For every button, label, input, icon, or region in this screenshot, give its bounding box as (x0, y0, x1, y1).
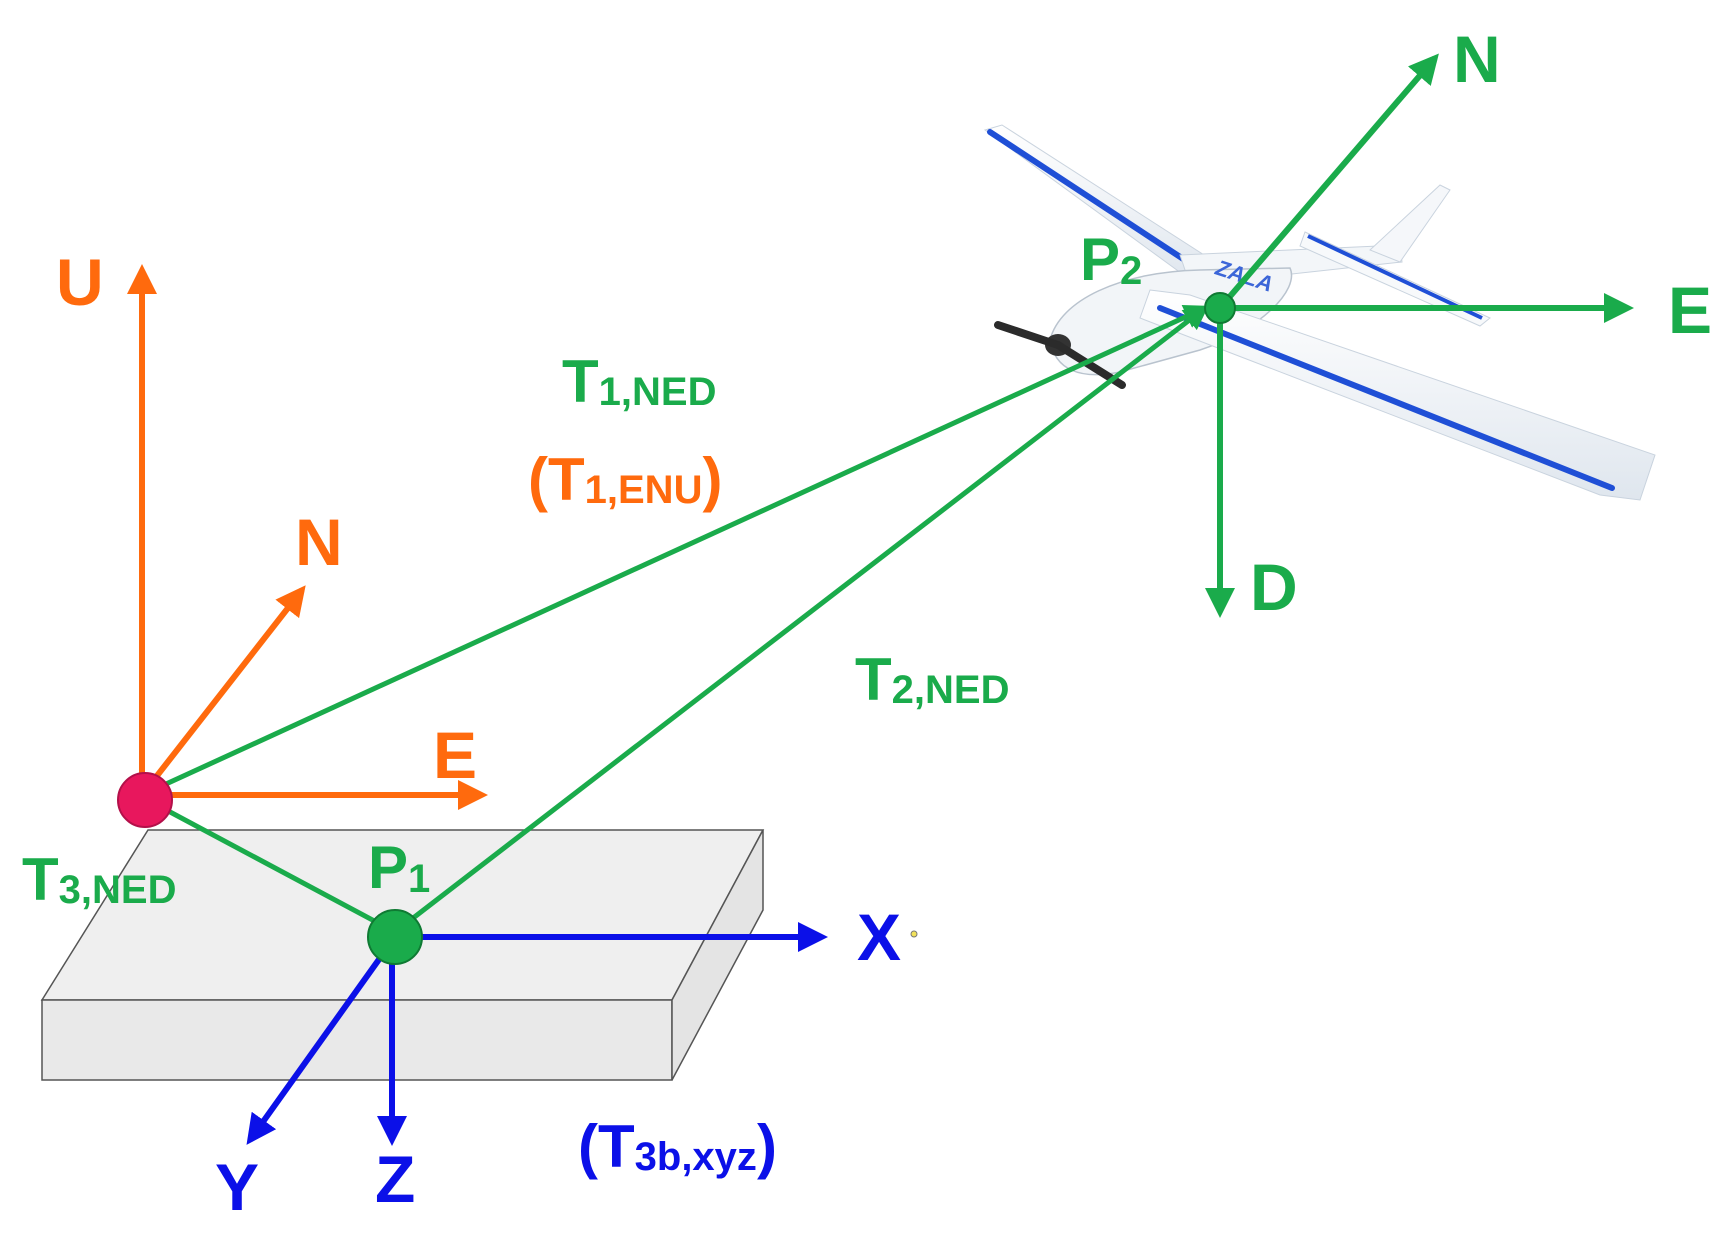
enu-east-label: E (433, 718, 477, 792)
right-wing (1139, 289, 1656, 501)
slab-front-face (41, 999, 673, 1081)
enu-origin-point (117, 772, 173, 828)
enu-up-label: U (56, 245, 104, 319)
vector-t2 (393, 304, 1209, 934)
p2-label: P2 (1080, 226, 1142, 293)
ground-y-label: Y (215, 1150, 259, 1224)
vector-t3-label: T3,NED (22, 846, 176, 913)
vector-t1 (140, 304, 1210, 798)
vector-t2-label: T2,NED (855, 646, 1009, 713)
right-wing-stripe (1157, 305, 1615, 491)
aircraft-down-label: D (1250, 550, 1298, 624)
slab-side-face (671, 829, 764, 1081)
ground-y-axis (246, 935, 398, 1145)
ground-body-frame (246, 909, 828, 1146)
translation-vectors (137, 304, 1210, 935)
vector-t1-label: T1,NED (562, 348, 716, 415)
aircraft-east-label: E (1668, 273, 1712, 347)
ground-z-label: Z (375, 1142, 415, 1216)
stabilizer-stripe (1307, 234, 1483, 320)
aircraft-north-label: N (1453, 22, 1501, 96)
vector-t3b-label: (T3b,xyz) (578, 1113, 777, 1180)
p1-point (367, 909, 423, 965)
tail-fin (1369, 184, 1451, 263)
p1-label: P1 (368, 834, 430, 901)
left-wing-stripe (987, 129, 1203, 273)
aircraft-north-axis (1217, 53, 1439, 310)
ground-x-label: X (857, 900, 901, 974)
enu-north-axis (139, 585, 306, 797)
propeller-blade-1 (994, 321, 1062, 349)
aircraft-ned-frame (1204, 53, 1634, 618)
small-marker-dot (910, 930, 918, 938)
enu-frame (127, 264, 488, 810)
enu-north-label: N (295, 505, 343, 579)
vector-t1-enu-label: (T1,ENU) (528, 446, 722, 513)
p2-point (1204, 292, 1236, 324)
vector-t3 (137, 794, 397, 935)
fixed-wing-uav-icon: ZALA (983, 124, 1656, 501)
